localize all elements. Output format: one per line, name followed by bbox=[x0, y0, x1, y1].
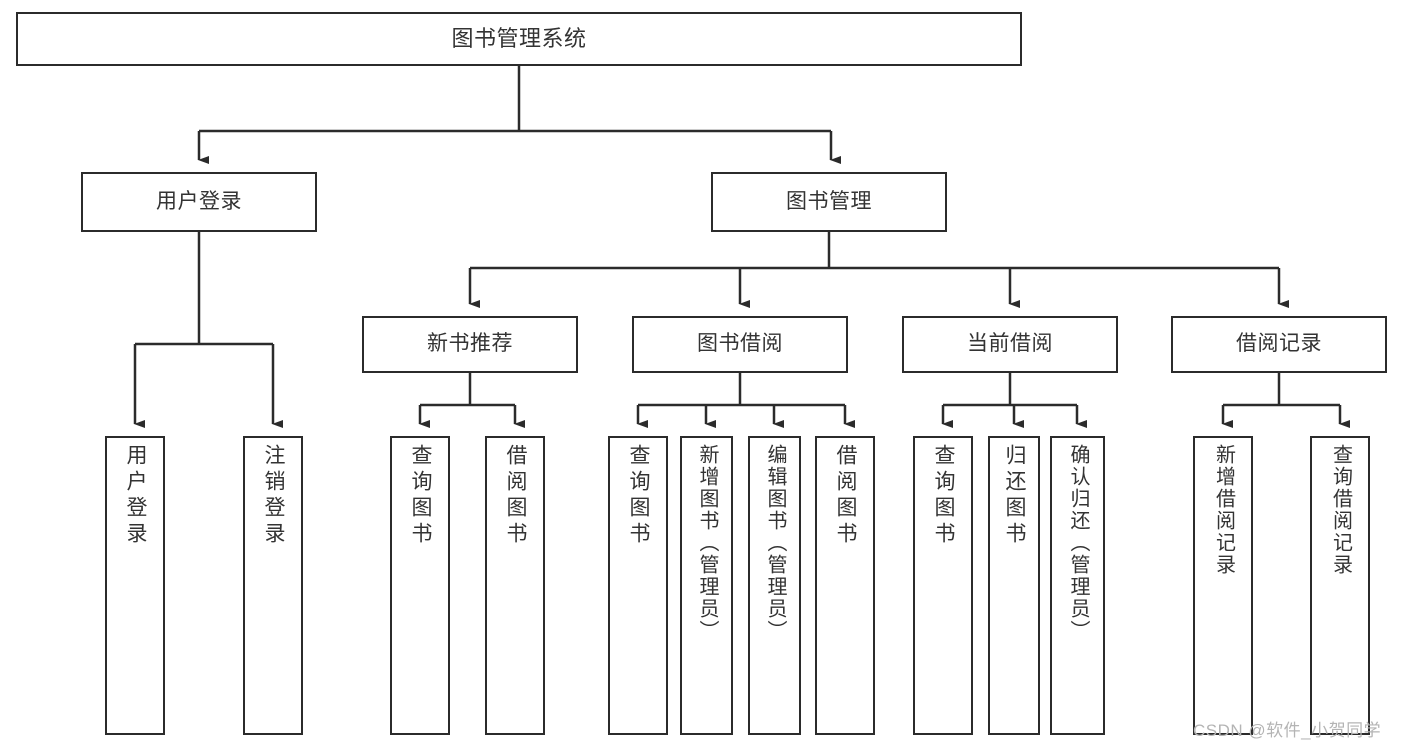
node-label: 图书管理 bbox=[786, 189, 872, 213]
node-label: 借阅图书 bbox=[834, 444, 858, 548]
node-label: 查询图书 bbox=[627, 444, 651, 548]
node-label: 借阅图书 bbox=[504, 444, 528, 548]
node-label: 查询借阅记录 bbox=[1329, 444, 1352, 576]
node-leaf-user-login[interactable]: 用户登录 bbox=[105, 436, 165, 735]
node-leaf-borrow-book[interactable]: 借阅图书 bbox=[815, 436, 875, 735]
node-label: 注销登录 bbox=[262, 444, 286, 548]
node-leaf-query-book-recommend[interactable]: 查询图书 bbox=[390, 436, 450, 735]
node-leaf-query-book-borrow[interactable]: 查询图书 bbox=[608, 436, 668, 735]
node-leaf-query-book-current[interactable]: 查询图书 bbox=[913, 436, 973, 735]
watermark: CSDN @软件_小贺同学 bbox=[1193, 721, 1382, 740]
node-level3-current-borrow[interactable]: 当前借阅 bbox=[902, 316, 1118, 373]
node-label: 新书推荐 bbox=[427, 332, 513, 356]
node-label: 查询图书 bbox=[409, 444, 433, 548]
node-label: 查询图书 bbox=[932, 444, 956, 548]
node-leaf-logout[interactable]: 注销登录 bbox=[243, 436, 303, 735]
node-label: 确认归还（管理员） bbox=[1067, 444, 1089, 642]
node-level3-borrow-record[interactable]: 借阅记录 bbox=[1171, 316, 1387, 373]
node-label: 图书借阅 bbox=[697, 332, 783, 356]
node-root[interactable]: 图书管理系统 bbox=[16, 12, 1022, 66]
node-leaf-add-borrow-record[interactable]: 新增借阅记录 bbox=[1193, 436, 1253, 735]
node-leaf-return-book[interactable]: 归还图书 bbox=[988, 436, 1040, 735]
node-leaf-borrow-book-recommend[interactable]: 借阅图书 bbox=[485, 436, 545, 735]
node-label: 新增图书（管理员） bbox=[696, 444, 718, 642]
node-label: 用户登录 bbox=[156, 189, 242, 213]
node-label: 编辑图书（管理员） bbox=[764, 444, 786, 642]
node-label: 新增借阅记录 bbox=[1212, 444, 1235, 576]
node-leaf-confirm-return-admin[interactable]: 确认归还（管理员） bbox=[1050, 436, 1105, 735]
node-level3-new-book-recommend[interactable]: 新书推荐 bbox=[362, 316, 578, 373]
node-leaf-add-book-admin[interactable]: 新增图书（管理员） bbox=[680, 436, 733, 735]
node-level2-user-login[interactable]: 用户登录 bbox=[81, 172, 317, 232]
node-label: 图书管理系统 bbox=[451, 25, 587, 51]
node-level3-book-borrow[interactable]: 图书借阅 bbox=[632, 316, 848, 373]
node-label: 归还图书 bbox=[1003, 444, 1027, 548]
node-label: 当前借阅 bbox=[967, 332, 1053, 356]
node-level2-book-management[interactable]: 图书管理 bbox=[711, 172, 947, 232]
node-label: 借阅记录 bbox=[1236, 332, 1322, 356]
node-label: 用户登录 bbox=[124, 444, 148, 548]
node-leaf-query-borrow-record[interactable]: 查询借阅记录 bbox=[1310, 436, 1370, 735]
node-leaf-edit-book-admin[interactable]: 编辑图书（管理员） bbox=[748, 436, 801, 735]
